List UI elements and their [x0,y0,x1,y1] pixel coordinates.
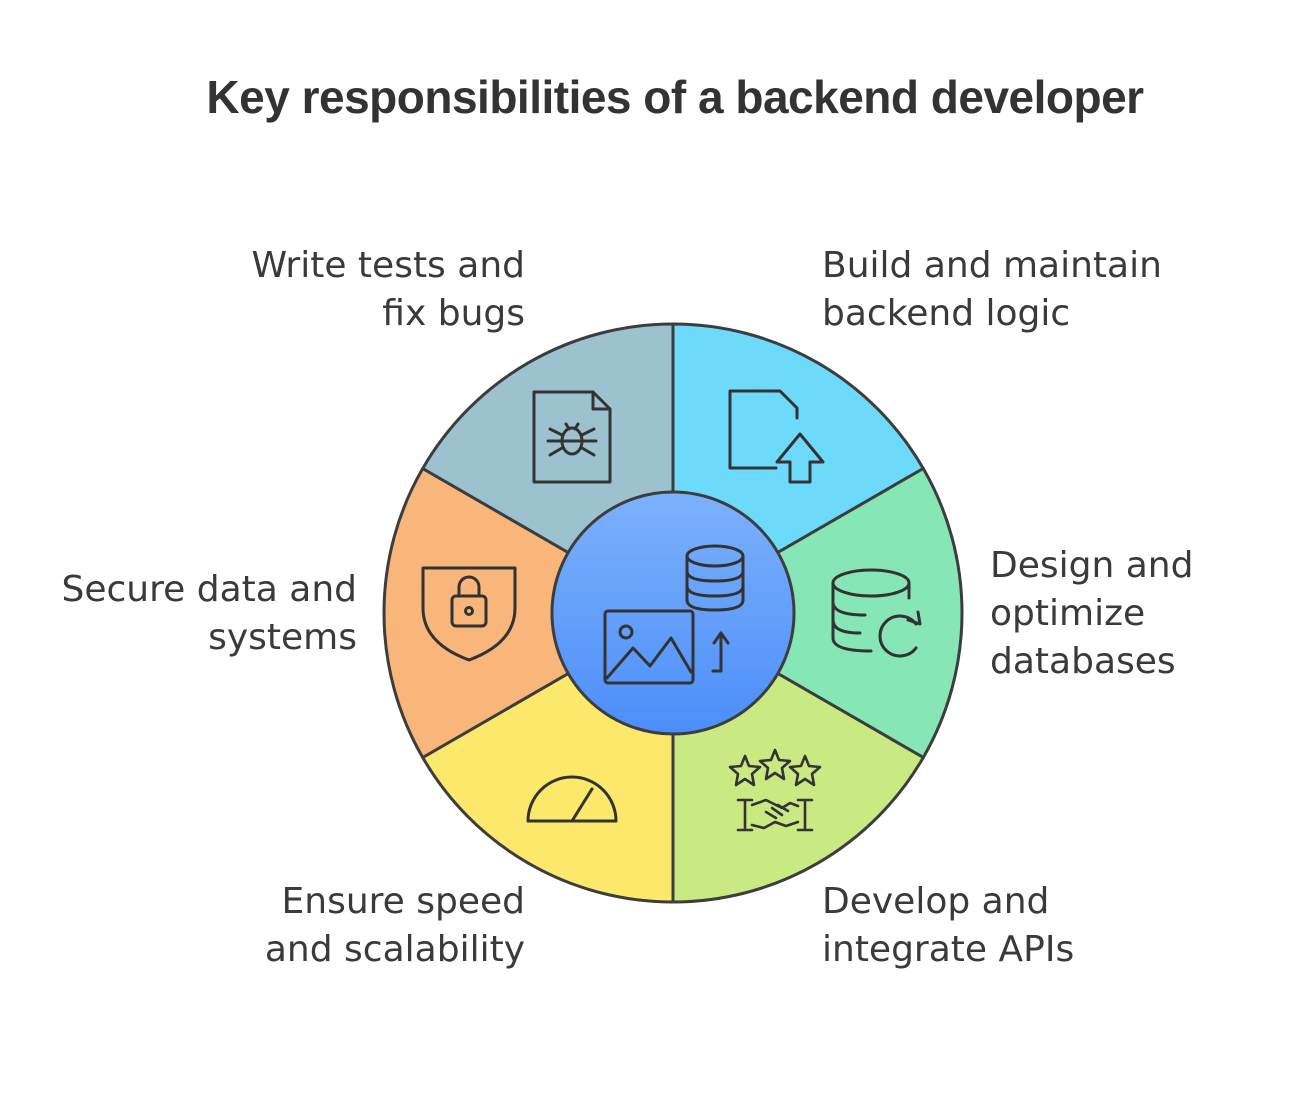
image-database-upload-icon [603,544,745,685]
label-testing: Write tests and fix bugs [251,245,525,334]
label-apis: Develop and integrate APIs [822,881,1075,970]
segment-databases [776,467,964,759]
segment-apis [671,672,925,904]
segment-speed [421,672,675,904]
center-hub [550,490,796,736]
bug-report-icon [532,390,612,484]
diagram-title: Key responsibilities of a backend develo… [206,71,1144,123]
segment-security [382,467,570,759]
handshake-stars-icon [728,748,822,832]
label-databases: Design and optimize databases [990,545,1194,682]
database-refresh-icon [831,568,922,658]
shield-lock-icon [421,566,517,662]
file-upload-icon [728,389,825,484]
label-security: Secure data and systems [61,569,357,658]
label-backend-logic: Build and maintain backend logic [822,245,1162,334]
speedometer-icon [526,775,618,823]
label-speed: Ensure speed and scalability [264,881,525,970]
segment-testing [421,322,675,554]
